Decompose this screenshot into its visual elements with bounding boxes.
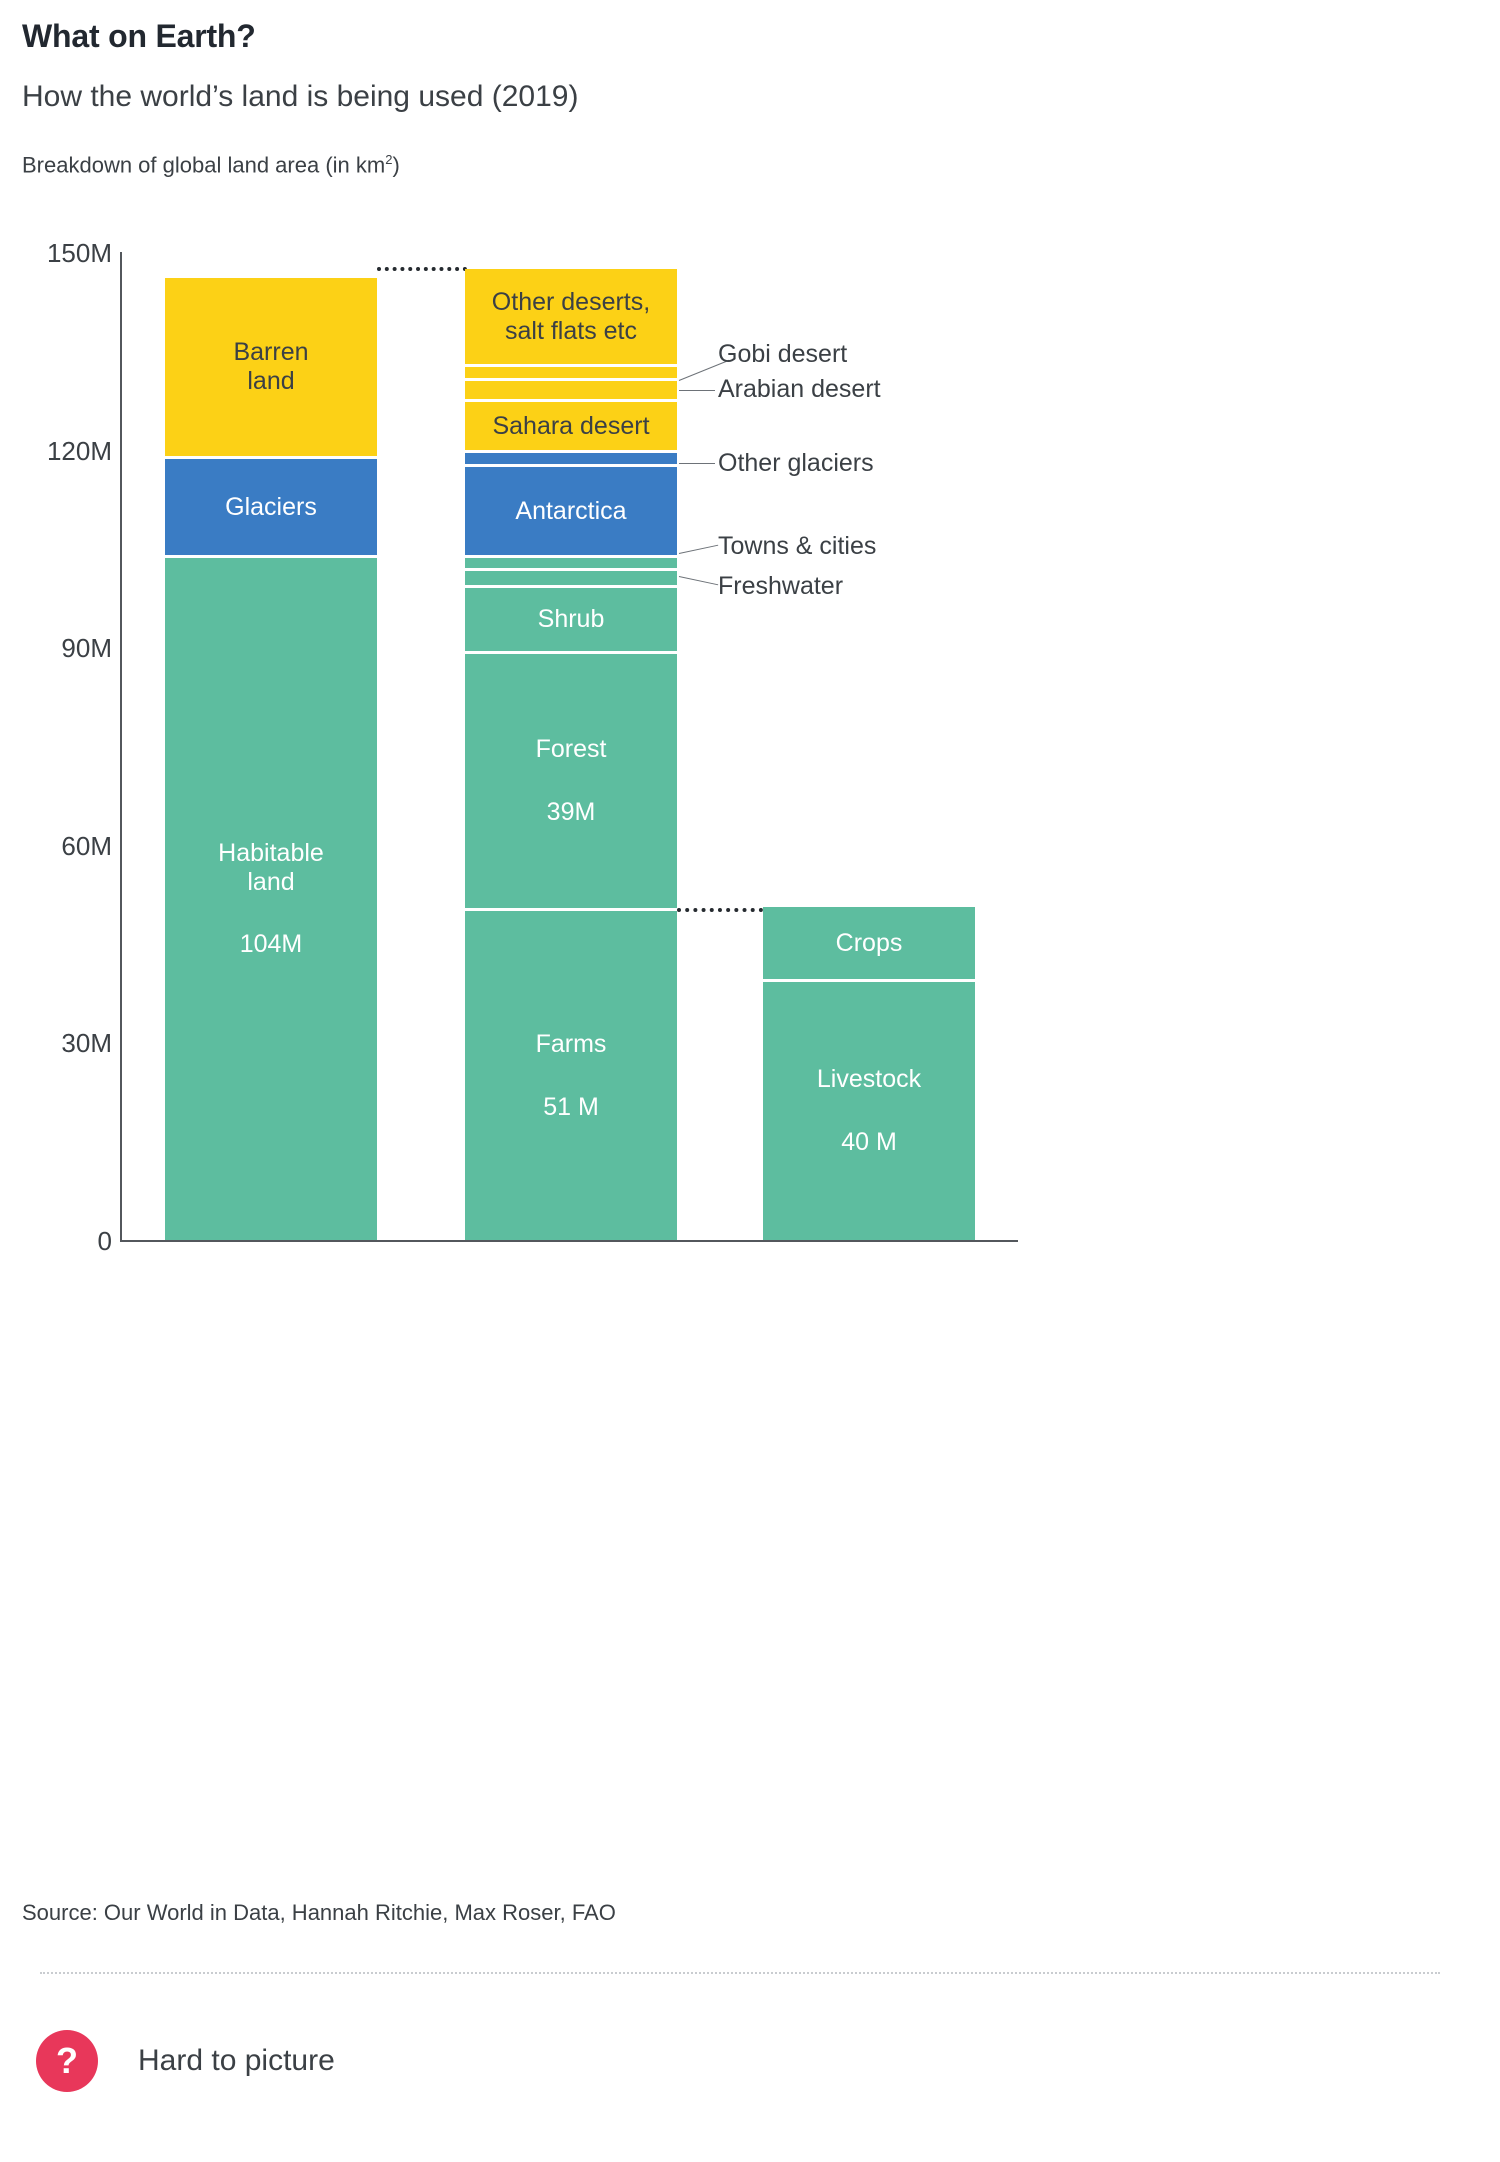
y-tick-60M: 60M: [61, 831, 112, 861]
segment-label-antarctica: Antarctica: [515, 496, 627, 525]
segment-gobi-desert[interactable]: [465, 367, 677, 378]
segment-farms[interactable]: Farms 51 M: [465, 911, 677, 1240]
segment-divider: [465, 464, 677, 467]
segment-value-forest: 39M: [546, 798, 596, 826]
leader-line-towns-and-cities: [678, 544, 719, 554]
leader-line-arabian-desert: [679, 390, 715, 391]
segment-divider: [465, 364, 677, 367]
segment-antarctica[interactable]: Antarctica: [465, 467, 677, 555]
segment-label-habitable-land-line2: land: [247, 867, 295, 896]
leader-line-other-glaciers: [679, 463, 715, 464]
standfirst-suffix: ): [392, 152, 400, 178]
segment-label-glaciers: Glaciers: [225, 492, 317, 521]
bar-farms-breakdown[interactable]: Crops Livestock 40 M: [763, 907, 975, 1240]
callout-label-gobi-desert: Gobi desert: [718, 340, 848, 368]
segment-label-farms: Farms: [535, 1029, 607, 1058]
segment-label-livestock: Livestock: [816, 1065, 922, 1094]
segment-shrub[interactable]: Shrub: [465, 588, 677, 651]
callout-label-towns-and-cities: Towns & cities: [718, 532, 877, 560]
segment-divider: [465, 568, 677, 571]
segment-label-other-deserts-line2: salt flats etc: [505, 316, 637, 345]
y-tick-90M: 90M: [61, 633, 112, 663]
y-axis-line: [120, 252, 122, 1240]
segment-value-livestock: 40 M: [841, 1128, 897, 1156]
y-tick-150M: 150M: [46, 238, 112, 268]
segment-divider: [763, 979, 975, 982]
segment-label-sahara-desert: Sahara desert: [492, 411, 650, 440]
segment-forest[interactable]: Forest 39M: [465, 654, 677, 908]
segment-value-habitable-land: 104M: [239, 930, 303, 959]
segment-other-glaciers[interactable]: [465, 453, 677, 464]
footer-divider: [40, 1972, 1440, 1974]
page-title: What on Earth?: [22, 18, 256, 54]
segment-divider: [165, 555, 377, 558]
segment-other-deserts[interactable]: Other deserts, salt flats etc: [465, 269, 677, 364]
segment-label-barren-land-line2: land: [247, 367, 295, 395]
segment-barren-land[interactable]: Barren land: [165, 278, 377, 456]
segment-value-farms: 51 M: [543, 1092, 599, 1121]
segment-divider: [465, 908, 677, 911]
source-credit: Source: Our World in Data, Hannah Ritchi…: [22, 1900, 616, 1925]
y-tick-120M: 120M: [46, 436, 112, 466]
segment-glaciers[interactable]: Glaciers: [165, 459, 377, 555]
connector-total-to-breakdown: [377, 267, 467, 271]
footer-cta-label: Hard to picture: [138, 2044, 335, 2077]
segment-freshwater[interactable]: [465, 571, 677, 585]
segment-divider: [465, 399, 677, 402]
segment-towns-and-cities[interactable]: [465, 558, 677, 568]
chart-plot-area: 150M 120M 90M 60M 30M 0 Barren land Glac…: [46, 238, 1018, 1256]
callout-label-freshwater: Freshwater: [718, 572, 844, 600]
segment-habitable-land[interactable]: Habitable land 104M: [165, 558, 377, 1240]
leader-line-freshwater: [678, 576, 719, 586]
segment-divider: [465, 450, 677, 453]
segment-arabian-desert[interactable]: [465, 381, 677, 399]
y-tick-0: 0: [97, 1226, 112, 1256]
page-subtitle: How the world’s land is being used (2019…: [22, 80, 579, 113]
question-mark-icon: ?: [36, 2030, 98, 2092]
callout-label-other-glaciers: Other glaciers: [718, 449, 874, 477]
segment-label-shrub: Shrub: [537, 605, 605, 634]
connector-farms-to-breakdown: [677, 908, 763, 912]
callout-label-arabian-desert: Arabian desert: [718, 375, 881, 403]
chart-standfirst: Breakdown of global land area (in km2): [22, 152, 400, 178]
segment-divider: [465, 378, 677, 381]
segment-crops[interactable]: Crops: [763, 907, 975, 979]
segment-livestock[interactable]: Livestock 40 M: [763, 982, 975, 1240]
footer-cta[interactable]: ? Hard to picture: [36, 2030, 335, 2092]
segment-divider: [465, 585, 677, 588]
segment-label-other-deserts-line1: Other deserts,: [491, 287, 651, 316]
segment-label-crops: Crops: [835, 928, 903, 957]
x-axis-line: [120, 1240, 1018, 1242]
segment-label-habitable-land-line1: Habitable: [218, 838, 324, 867]
segment-divider: [165, 456, 377, 459]
bar-land-breakdown[interactable]: Other deserts, salt flats etc Sahara des…: [465, 252, 677, 1240]
y-tick-30M: 30M: [61, 1028, 112, 1058]
segment-label-barren-land-line1: Barren: [233, 338, 309, 367]
standfirst-superscript: 2: [385, 152, 393, 167]
segment-divider: [465, 555, 677, 558]
segment-label-forest: Forest: [535, 735, 607, 764]
bar-total-land[interactable]: Barren land Glaciers Habitable land 104M: [165, 252, 377, 1240]
standfirst-prefix: Breakdown of global land area (in km: [22, 152, 386, 178]
segment-divider: [465, 651, 677, 654]
segment-sahara-desert[interactable]: Sahara desert: [465, 402, 677, 450]
